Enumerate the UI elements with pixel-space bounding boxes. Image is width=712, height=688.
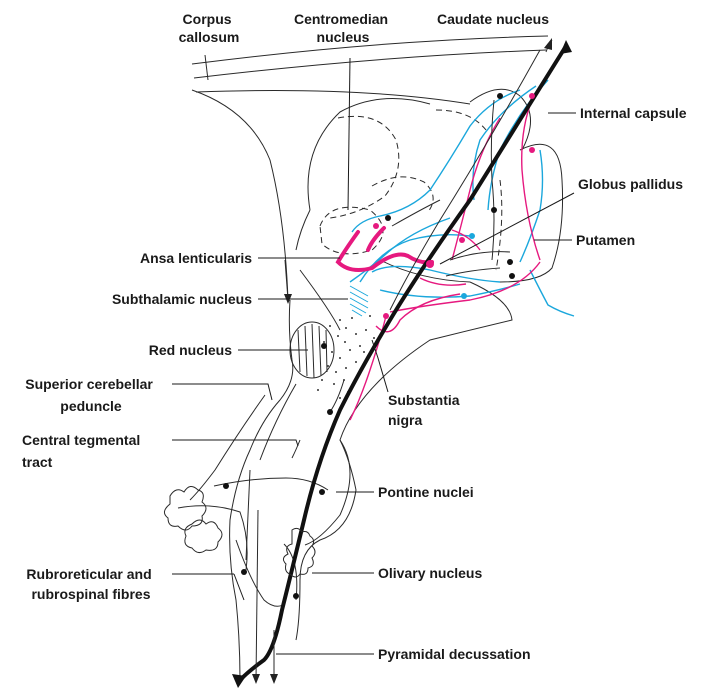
blue-fibres <box>350 80 574 316</box>
subthalamic-nucleus-shape <box>350 286 368 316</box>
label-caudate-nucleus: Caudate nucleus <box>437 11 549 27</box>
label-corpus-callosum: Corpus callosum <box>179 11 240 45</box>
label-ansa-lenticularis: Ansa lenticularis <box>140 250 252 266</box>
label-internal-capsule: Internal capsule <box>580 105 687 121</box>
pyramidal-tract <box>232 40 572 688</box>
label-red-nucleus: Red nucleus <box>149 342 232 358</box>
label-pontine-nuclei: Pontine nuclei <box>378 484 474 500</box>
label-superior-cerebellar-peduncle: Superior cerebellar peduncle <box>25 376 157 414</box>
label-substantia-nigra: Substantia nigra <box>388 392 463 428</box>
black-fibres <box>178 50 540 606</box>
label-centromedian-nucleus: Centromedian nucleus <box>294 11 392 45</box>
label-globus-pallidus: Globus pallidus <box>578 176 683 192</box>
label-central-tegmental-tract: Central tegmental tract <box>22 432 144 470</box>
label-rubroreticular-rubrospinal: Rubroreticular and rubrospinal fibres <box>26 566 155 602</box>
label-subthalamic-nucleus: Subthalamic nucleus <box>112 291 252 307</box>
label-olivary-nucleus: Olivary nucleus <box>378 565 482 581</box>
anatomical-outlines <box>190 36 563 680</box>
label-pyramidal-decussation: Pyramidal decussation <box>378 646 531 662</box>
labels: Corpus callosum Centromedian nucleus Cau… <box>22 11 687 662</box>
label-putamen: Putamen <box>576 232 635 248</box>
